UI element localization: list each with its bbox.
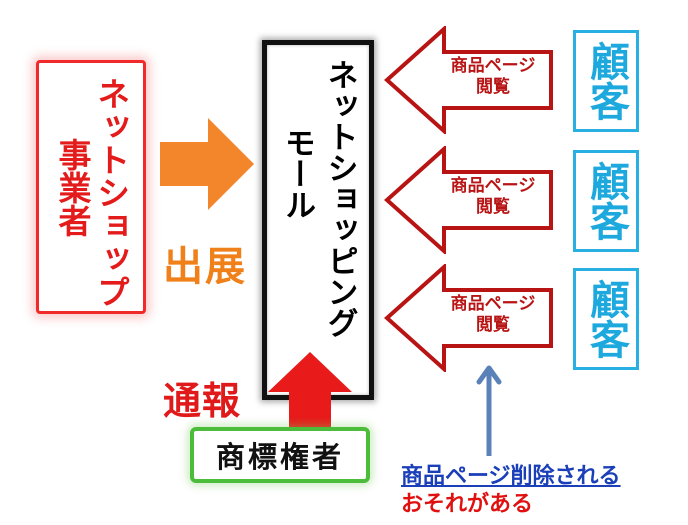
operator-label-line1: ネットショップ [91,77,131,308]
operator-label-line2: 事業者 [53,138,92,237]
page-view-label-2: 商品ページ 閲覧 [438,176,548,219]
page-view-label-1-line2: 閲覧 [476,77,510,98]
trademark-holder-box: 商標権者 [190,427,370,483]
deletion-risk-note: おそれがある [401,492,534,517]
page-view-label-3-line1: 商品ページ [450,294,536,314]
page-view-arrow-1 [384,26,553,134]
customer-box-2: 顧客 [573,150,639,252]
exhibit-arrow [160,118,254,210]
page-view-arrow-3 [384,264,553,372]
page-view-arrow-2 [384,146,553,254]
customer-box-3: 顧客 [573,268,639,370]
mall-label-line2: モール [279,127,315,220]
trademark-holder-label: 商標権者 [215,440,344,474]
report-arrow [268,352,352,428]
shopping-mall-box: ネットショッピング モール [262,40,374,400]
mall-label-line1: ネットショッピング [321,59,358,338]
page-view-label-3-line2: 閲覧 [476,315,510,336]
deletion-risk-link[interactable]: 商品ページ削除される [401,464,621,489]
exhibit-label: 出展 [163,244,247,290]
report-label: 通報 [163,379,242,423]
customer-label-2: 顧客 [583,161,629,241]
page-view-label-1: 商品ページ 閲覧 [438,56,548,99]
customer-box-1: 顧客 [573,30,639,132]
customer-label-1: 顧客 [583,41,629,121]
page-view-label-2-line2: 閲覧 [476,197,510,218]
page-view-label-1-line1: 商品ページ [450,56,536,76]
customer-label-3: 顧客 [583,279,629,359]
risk-arrow [476,365,502,456]
net-shop-operator-box: ネットショップ 事業者 [36,60,146,314]
page-view-label-3: 商品ページ 閲覧 [438,294,548,337]
page-view-label-2-line1: 商品ページ [450,176,536,196]
